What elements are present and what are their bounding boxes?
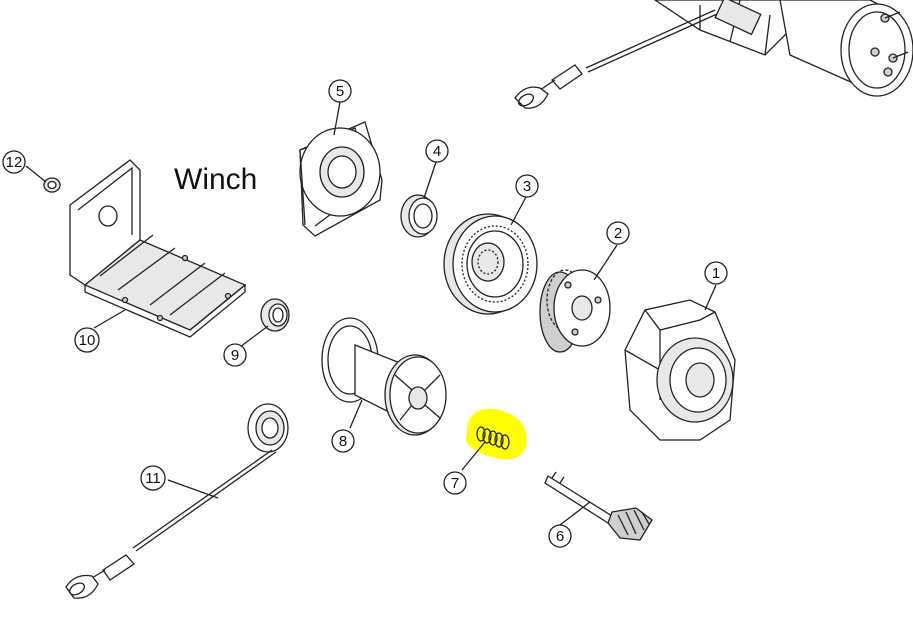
part-3-ring-gear xyxy=(443,213,538,315)
callout-10: 10 xyxy=(74,327,100,353)
part-6-drive-shaft xyxy=(544,471,653,541)
callout-11-label: 11 xyxy=(145,470,161,487)
callout-2: 2 xyxy=(606,221,630,245)
callout-6-label: 6 xyxy=(556,528,564,545)
part-11-cable-assembly xyxy=(65,403,289,599)
callout-3: 3 xyxy=(515,174,539,198)
callout-3-label: 3 xyxy=(523,178,531,195)
part-2-planet-carrier xyxy=(539,269,611,353)
callout-1-label: 1 xyxy=(712,265,720,282)
upper-cable xyxy=(514,9,718,109)
part-4-ring xyxy=(400,194,438,238)
callout-2-label: 2 xyxy=(614,225,622,242)
callout-5: 5 xyxy=(328,79,352,103)
part-7-spring xyxy=(466,408,527,460)
part-5-end-plate xyxy=(299,121,383,237)
callout-5-label: 5 xyxy=(336,83,344,100)
callout-1: 1 xyxy=(704,261,728,285)
callout-7-label: 7 xyxy=(451,475,459,492)
callout-10-label: 10 xyxy=(79,332,96,349)
callout-8-label: 8 xyxy=(339,433,347,450)
part-10-mounting-bracket xyxy=(69,159,247,338)
part-9-bushing xyxy=(260,298,290,332)
callout-9: 9 xyxy=(223,343,247,367)
callout-9-label: 9 xyxy=(231,347,239,364)
part-12-nut xyxy=(43,177,61,193)
callout-12-label: 12 xyxy=(6,154,23,171)
diagram-title: Winch xyxy=(174,163,258,196)
callout-4-label: 4 xyxy=(433,143,441,160)
motor-housing xyxy=(653,0,913,97)
leader-lines xyxy=(25,101,717,526)
callout-4: 4 xyxy=(425,139,449,163)
part-8-cable-drum xyxy=(321,317,447,436)
callout-8: 8 xyxy=(331,429,355,453)
callout-7: 7 xyxy=(443,471,467,495)
callout-6: 6 xyxy=(548,524,572,548)
part-1-gear-housing xyxy=(624,299,736,441)
callout-11: 11 xyxy=(140,465,166,491)
callout-12: 12 xyxy=(2,150,26,174)
